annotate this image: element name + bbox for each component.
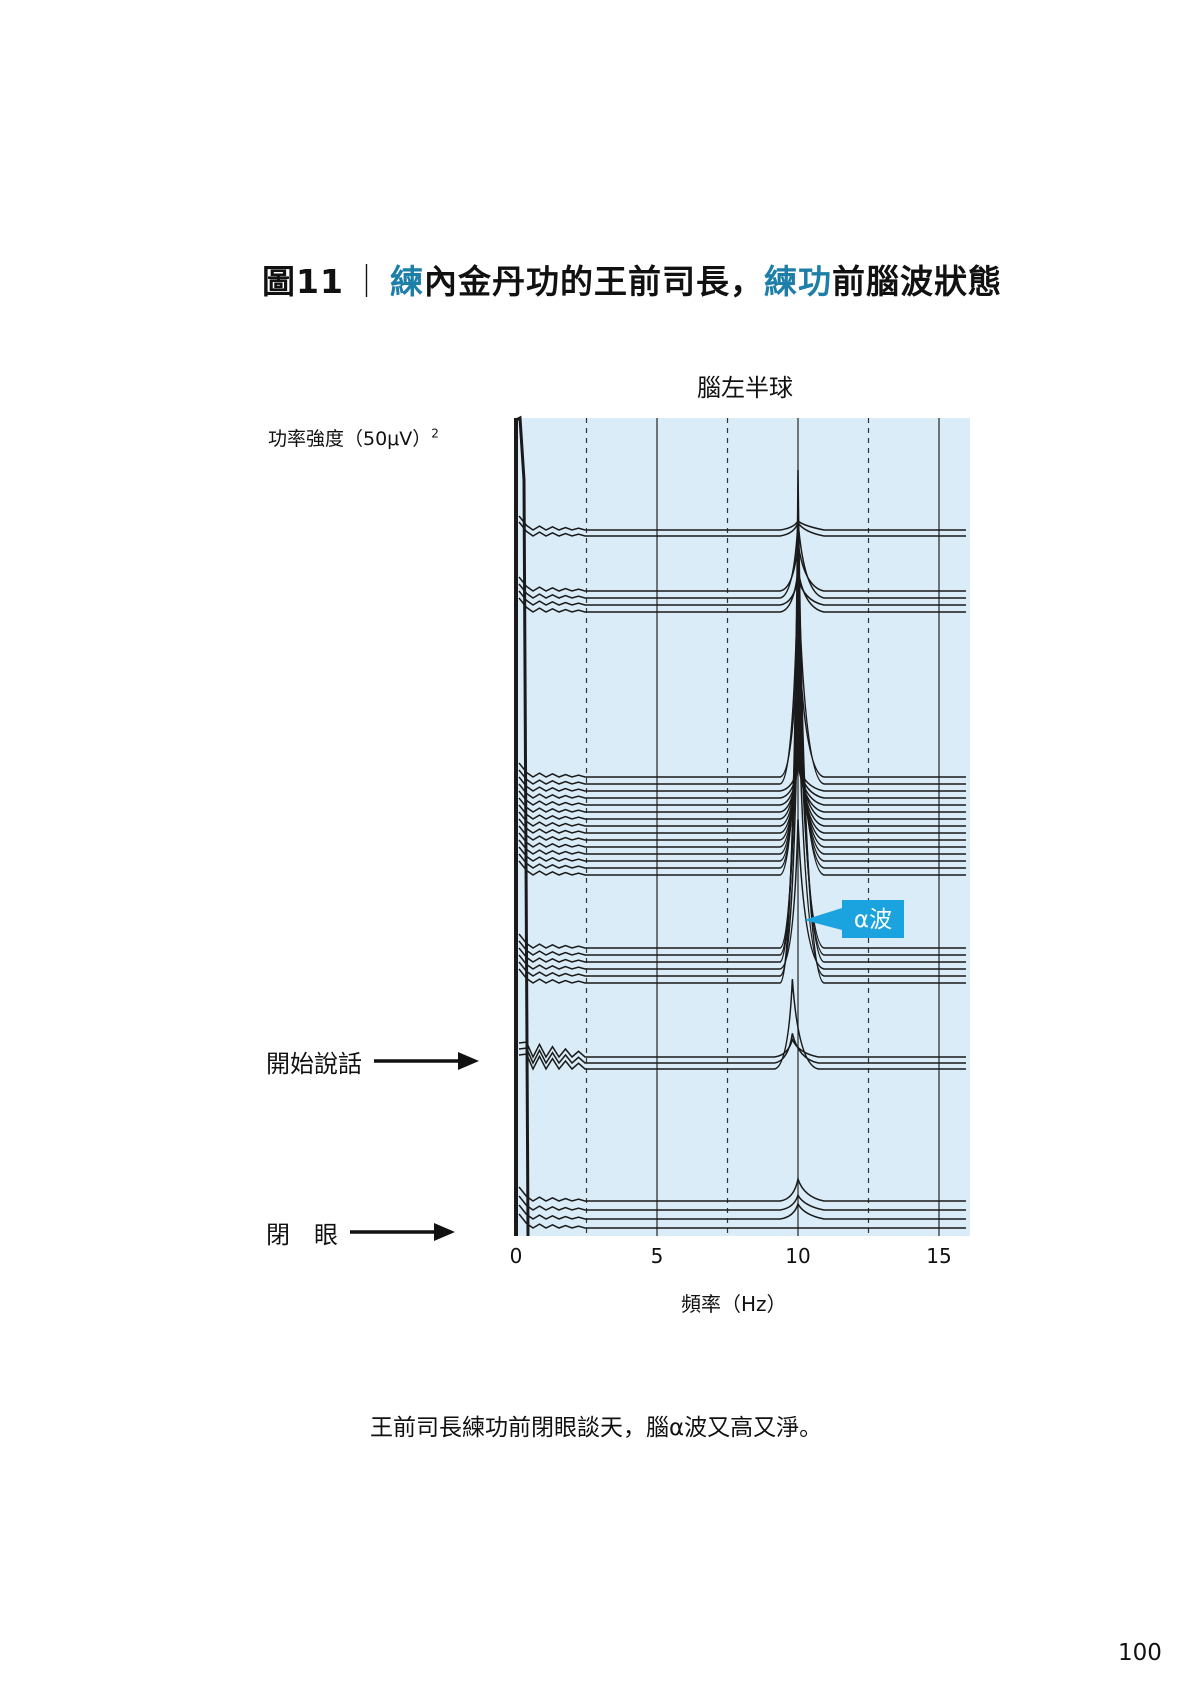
spectrum-trace xyxy=(518,542,966,592)
title-highlight-b: 練功 xyxy=(763,262,832,301)
title-text-a: 內金丹功的王前司長， xyxy=(423,262,764,301)
spectrum-trace xyxy=(518,1202,966,1220)
marker-start-talking: 開始說話 xyxy=(266,1041,479,1081)
spectrum-trace xyxy=(518,1176,966,1202)
x-tick-label: 15 xyxy=(926,1244,951,1268)
y-axis-label: 功率強度（50μV）2 xyxy=(268,424,439,451)
alpha-wave-callout: α波 xyxy=(804,900,904,938)
spectrum-trace xyxy=(518,1037,966,1059)
spectrum-trace xyxy=(518,764,966,806)
spectrum-trace xyxy=(518,515,966,531)
x-tick-labels: 0 5 10 15 xyxy=(510,1244,952,1268)
x-tick-label: 0 xyxy=(510,1244,523,1268)
x-tick-label: 5 xyxy=(651,1244,664,1268)
callout-pointer xyxy=(804,908,842,930)
spectrum-trace xyxy=(518,819,966,970)
title-text-b: 前腦波狀態 xyxy=(831,262,1002,301)
x-axis-label: 頻率（Hz） xyxy=(681,1292,787,1316)
figure-caption: 王前司長練功前閉眼談天，腦α波又高又淨。 xyxy=(370,1415,823,1441)
right-arrow-icon xyxy=(374,1051,479,1071)
marker-eyes-closed-label: 閉 眼 xyxy=(266,1220,338,1249)
callout-box xyxy=(842,900,904,938)
title-highlight-a: 練 xyxy=(389,262,424,301)
spectrum-trace xyxy=(518,577,966,606)
spectrum-trace xyxy=(518,623,966,778)
spectrum-trace xyxy=(518,521,966,599)
y-axis-label-text: 功率強度（50μV） xyxy=(268,428,432,450)
figure-number: 圖11 xyxy=(262,262,344,301)
title-separator: ｜ xyxy=(349,262,384,301)
spectrum-trace xyxy=(518,765,966,792)
spectrum-trace xyxy=(518,1033,966,1065)
spectrum-trace xyxy=(518,569,966,613)
spectrum-trace xyxy=(518,979,966,1071)
spectrum-trace xyxy=(518,747,966,827)
spectrum-trace xyxy=(518,1193,966,1211)
marker-eyes-closed: 閉 眼 xyxy=(266,1212,455,1252)
spectrum-trace xyxy=(518,1213,966,1229)
figure-title: 圖11｜練內金丹功的王前司長，練功前腦波狀態 xyxy=(262,255,1002,303)
x-tick-label: 10 xyxy=(785,1244,810,1268)
spectrum-trace xyxy=(518,521,966,537)
chart-title: 腦左半球 xyxy=(697,374,793,402)
right-arrow-icon xyxy=(350,1222,455,1242)
spectrum-trace xyxy=(518,672,966,977)
callout-label: α波 xyxy=(854,907,892,933)
spectrum-trace xyxy=(518,765,966,799)
page-number: 100 xyxy=(1118,1640,1162,1666)
marker-start-talking-label: 開始說話 xyxy=(266,1049,362,1078)
y-axis-label-superscript: 2 xyxy=(431,426,439,441)
spectrum-trace xyxy=(518,760,966,813)
plot-background xyxy=(516,418,970,1236)
